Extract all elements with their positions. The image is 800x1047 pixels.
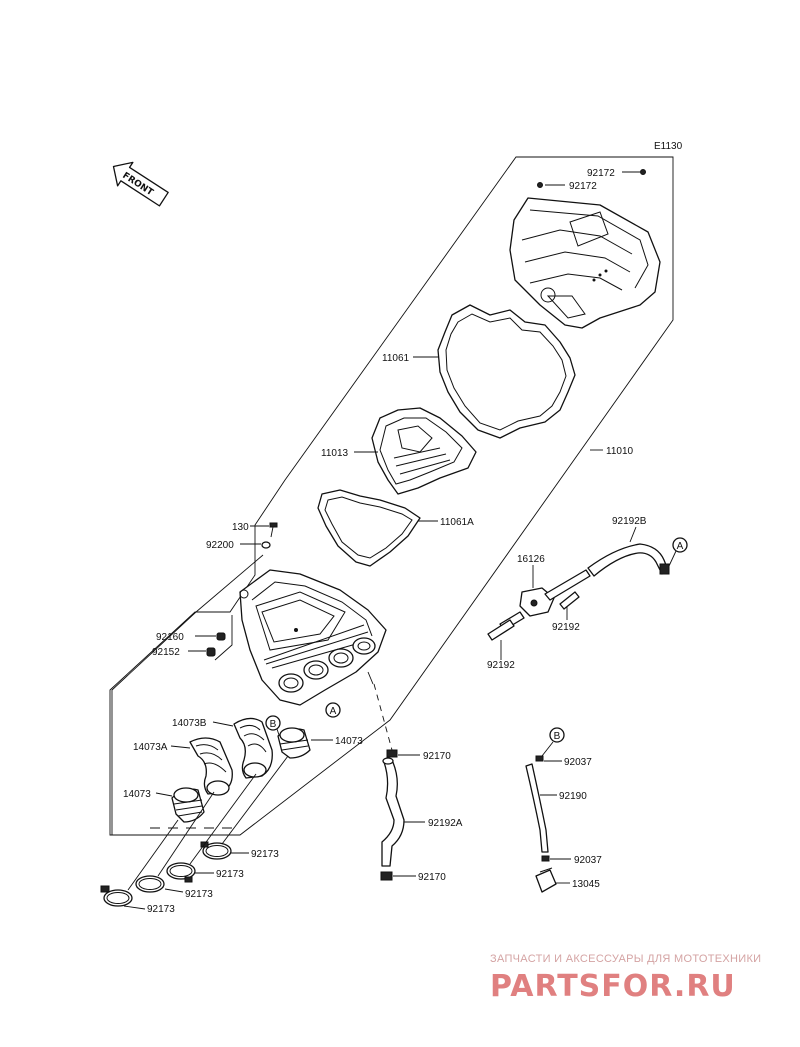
washer-92200 [261,541,271,549]
part-label-92170-2: 92170 [418,872,446,883]
watermark-brand: PARTSFOR.RU [490,969,736,1004]
part-label-14073-2: 14073 [335,736,363,747]
part-label-14073A: 14073A [133,742,168,753]
part-label-92192-2: 92192 [487,660,515,671]
part-label-92037-1: 92037 [564,757,592,768]
part-label-11061A: 11061A [440,517,474,528]
ref-a-label: A [677,541,684,552]
part-label-92173-1: 92173 [251,849,279,860]
bolt-130 [269,522,278,538]
diagram-code: E1130 [654,141,683,152]
tube-92190 [525,763,549,853]
gasket-11061 [437,304,576,439]
hose-92192-long [487,619,515,641]
upper-housing [509,169,661,329]
part-label-11010: 11010 [606,446,634,457]
clamp-92170-top [386,749,398,758]
filter-element-11013 [371,407,477,495]
clamp-92037-bottom [541,855,550,862]
part-label-92192-1: 92192 [552,622,580,633]
clamp-92173-a [200,841,232,860]
front-arrow-icon: FRONT [112,161,169,207]
duct-14073B [233,717,273,779]
valve-16126 [499,569,591,631]
part-label-11013: 11013 [321,448,349,459]
collar-92152 [206,647,216,657]
clamp-92037-top [535,755,544,762]
part-label-92173-4: 92173 [147,904,175,915]
ref-b-circle [265,715,281,731]
part-label-92160: 92160 [156,632,184,643]
clamp-92170-bottom [380,871,393,881]
ref-a-label-2: A [330,706,337,717]
hose-92192B [587,543,670,577]
plug-13045 [535,867,557,893]
part-label-92170-1: 92170 [423,751,451,762]
part-label-16126: 16126 [517,554,545,565]
part-label-92190: 92190 [559,791,587,802]
duct-14073-right [277,727,311,759]
part-label-130: 130 [232,522,249,533]
part-label-92173-3: 92173 [185,889,213,900]
part-label-13045: 13045 [572,879,600,890]
assembly-outline-11010 [109,156,674,836]
gasket-11061A [317,489,421,567]
ref-a-circle [672,537,688,553]
ref-b-circle-2 [549,727,565,743]
hose-92192-short [559,591,580,610]
clamp-92173-b [166,862,196,883]
clamp-92173-d [100,885,133,907]
clamp-92173-c [135,875,165,893]
ref-b-label: B [270,719,277,730]
part-label-92152: 92152 [152,647,180,658]
duct-14073-left [171,787,205,823]
hose-92192A [381,759,405,867]
part-label-11061: 11061 [382,353,410,364]
part-label-92200: 92200 [206,540,234,551]
part-label-14073B: 14073B [172,718,207,729]
part-label-92173-2: 92173 [216,869,244,880]
ref-b-label-2: B [554,731,561,742]
lower-airbox [239,569,387,706]
part-label-14073-1: 14073 [123,789,151,800]
watermark-subtitle: ЗАПЧАСТИ И АКСЕССУАРЫ ДЛЯ МОТОТЕХНИКИ [490,953,761,965]
grommet-92160 [216,632,226,641]
part-label-92172-2: 92172 [569,181,597,192]
part-label-92192B: 92192B [612,516,647,527]
part-label-92037-2: 92037 [574,855,602,866]
part-label-92172-1: 92172 [587,168,615,179]
ref-a-circle-2 [325,702,341,718]
duct-14073A [189,737,233,796]
part-label-92192A: 92192A [428,818,463,829]
